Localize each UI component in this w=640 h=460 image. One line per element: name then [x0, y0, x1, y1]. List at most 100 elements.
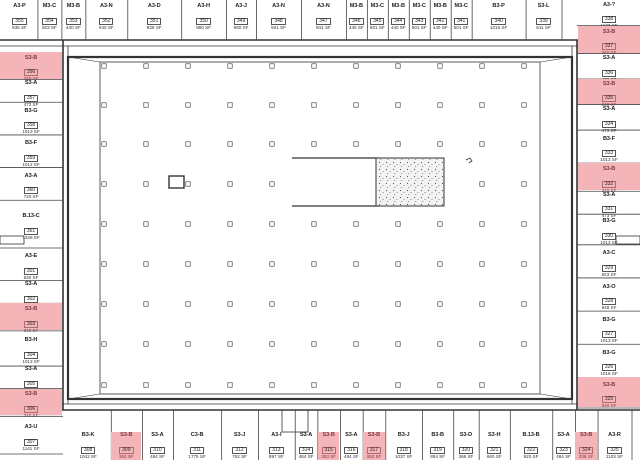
column: [185, 301, 191, 307]
unit-area: 503 SF: [41, 24, 57, 30]
unit-type: A3-A: [24, 172, 38, 179]
column: [479, 301, 485, 307]
unit-type: S3-B: [24, 54, 38, 61]
unit-number: 333: [601, 150, 617, 158]
unit-type: B3-G: [24, 107, 38, 114]
column: [353, 341, 359, 347]
unit-area: 1037 SF: [394, 453, 413, 459]
unit-type: B.13-B: [522, 432, 540, 438]
column: [185, 221, 191, 227]
column: [353, 382, 359, 388]
unit-area: 720 SF: [23, 194, 39, 200]
unit-area: 1012 SF: [22, 161, 40, 167]
unit-area: 501 SF: [369, 24, 385, 30]
unit-number: 311: [190, 446, 205, 454]
unit-302[interactable]: S3-A302473 SF: [0, 281, 62, 307]
column: [521, 102, 527, 108]
unit-type: A3-N: [317, 3, 330, 9]
unit-area: 340 SF: [601, 187, 617, 193]
unit-336[interactable]: S3-A336473 SF: [578, 54, 640, 82]
column: [479, 221, 485, 227]
unit-number: 358: [23, 122, 39, 130]
unit-number: 301: [23, 267, 39, 275]
unit-305[interactable]: S3-A305473 SF: [0, 366, 62, 393]
column: [227, 261, 233, 267]
unit-area: 1775 SF: [188, 453, 206, 459]
unit-area: 1013 SF: [600, 157, 618, 163]
column: [143, 301, 149, 307]
column: [185, 63, 191, 69]
unit-type: S3-A: [602, 106, 616, 113]
column: [437, 141, 443, 147]
column: [143, 181, 149, 187]
unit-area: 1013 SF: [22, 359, 40, 365]
unit-area: 473 SF: [601, 127, 617, 133]
column: [479, 341, 485, 347]
unit-type: A3-D: [147, 3, 161, 9]
unit-338[interactable]: A3-?3381133 SF: [578, 0, 640, 28]
column: [521, 261, 527, 267]
unit-area: 340 SF: [601, 102, 617, 108]
column: [521, 341, 527, 347]
unit-type: A3-R: [608, 432, 621, 438]
